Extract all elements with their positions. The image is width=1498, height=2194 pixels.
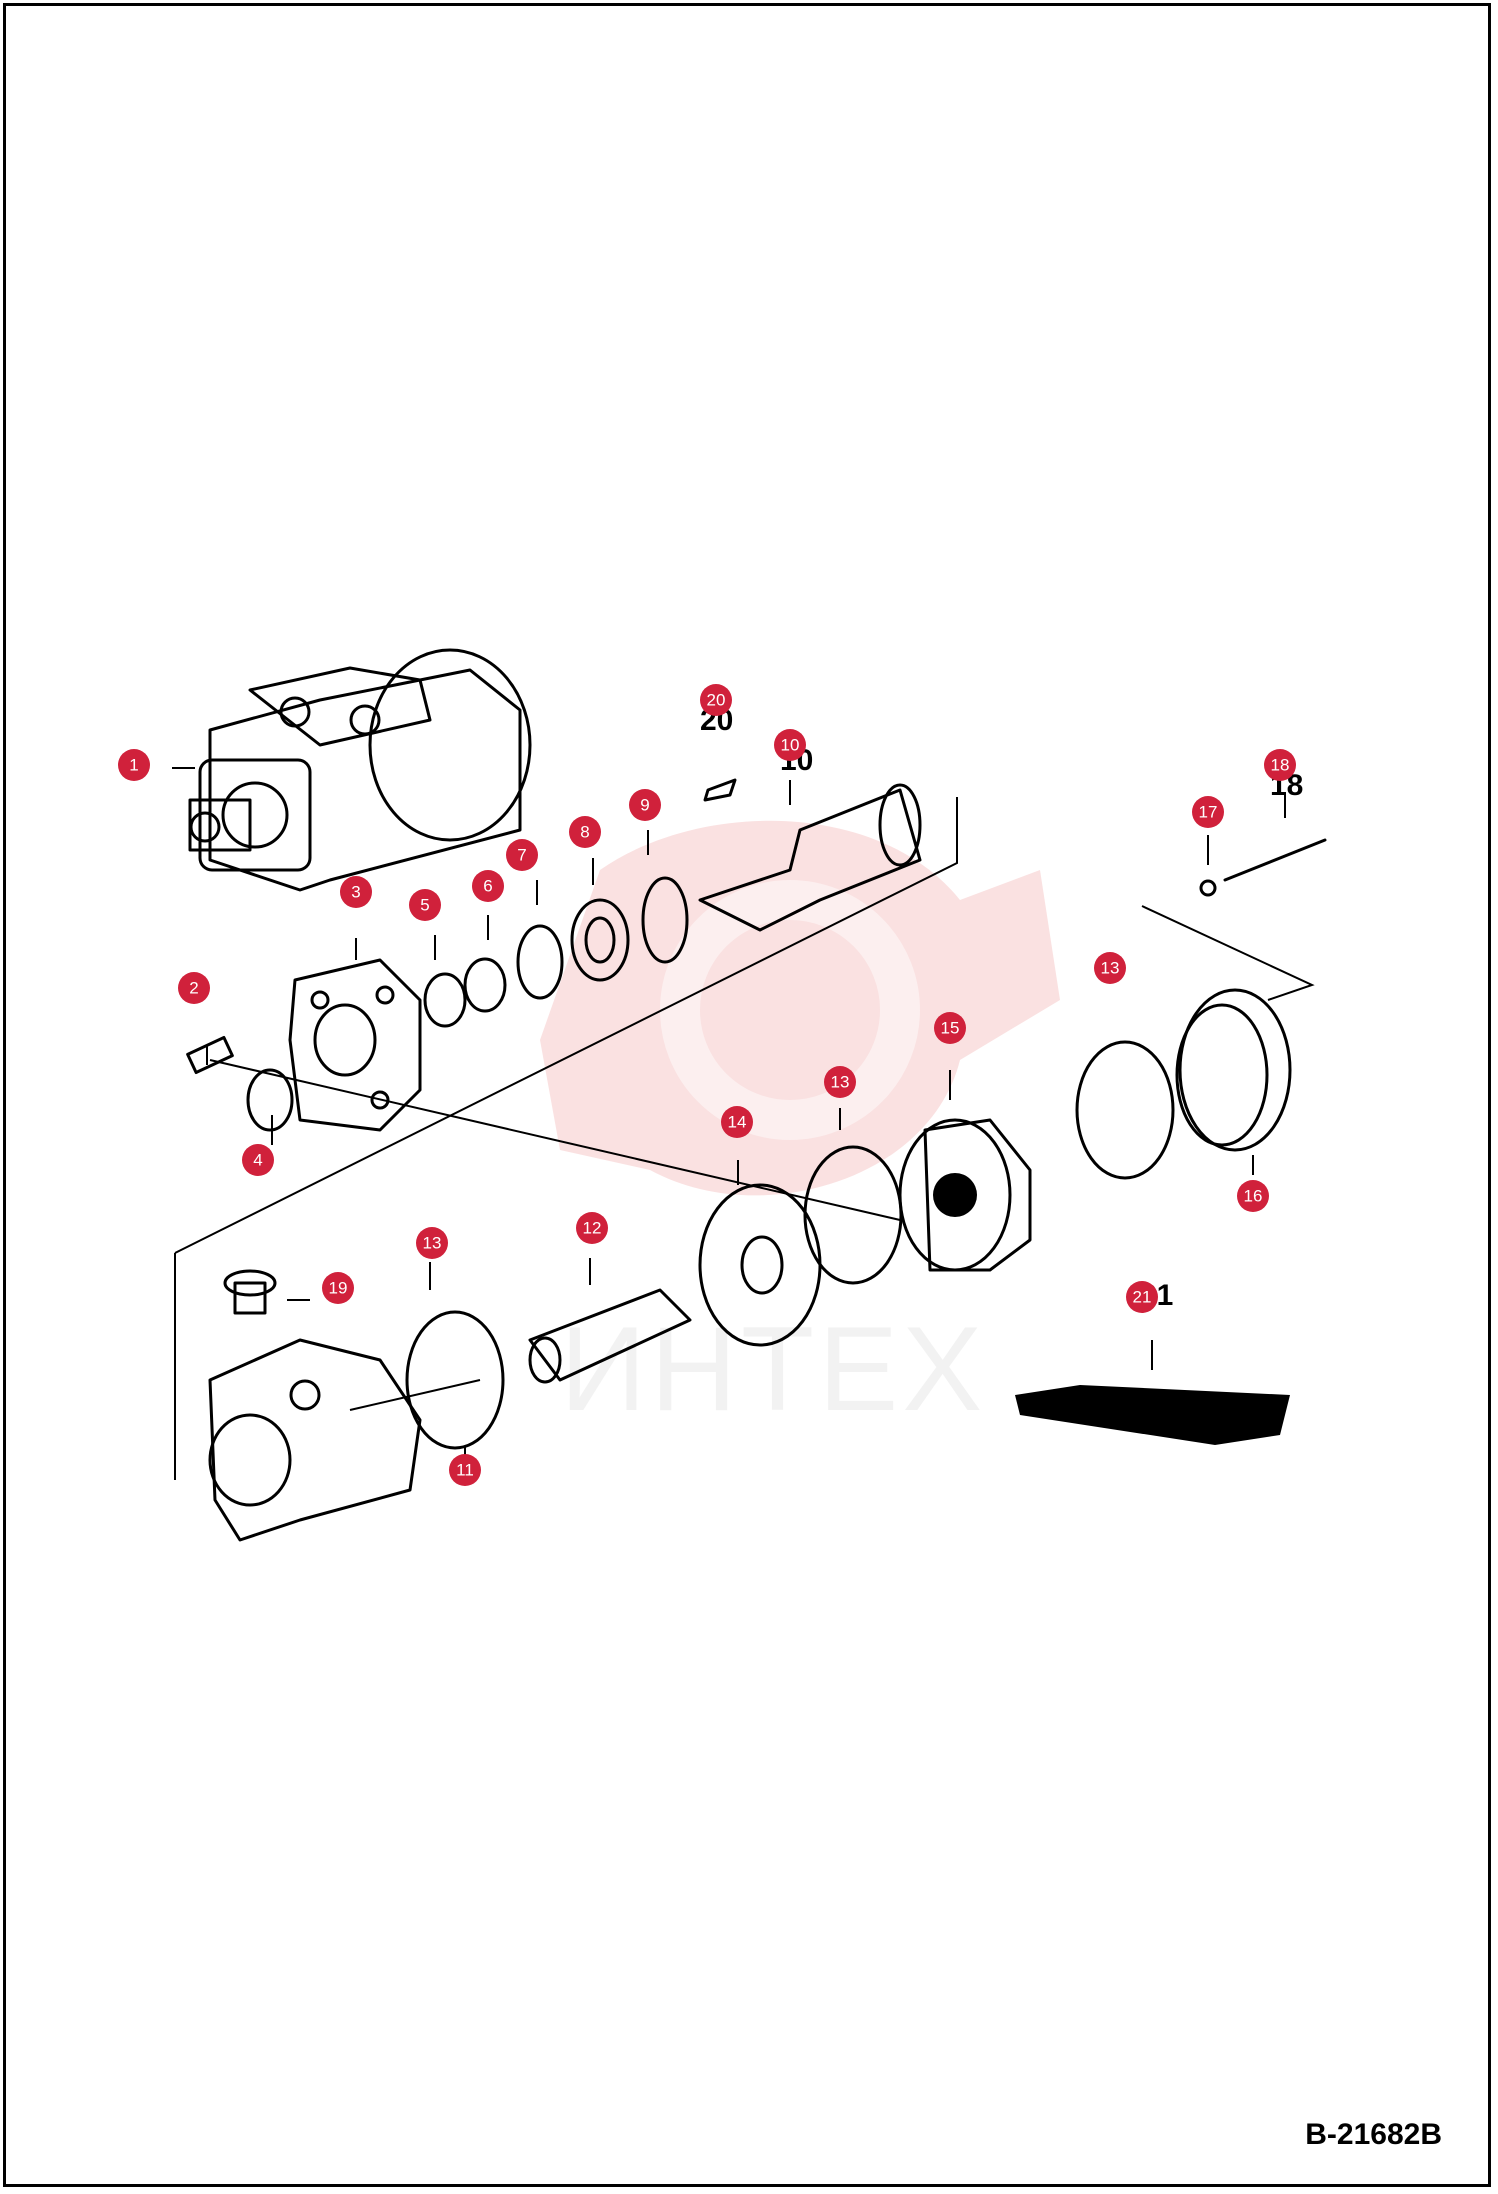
svg-text:18: 18 — [1271, 756, 1290, 775]
svg-text:14: 14 — [728, 1113, 747, 1132]
svg-text:4: 4 — [253, 1151, 262, 1170]
callout-10: 10 — [774, 729, 806, 761]
svg-text:7: 7 — [517, 846, 526, 865]
valve-plate-part — [698, 1183, 822, 1347]
svg-text:16: 16 — [1244, 1187, 1263, 1206]
document-code: B-21682B — [1305, 2118, 1442, 2151]
output-shaft-part — [698, 783, 922, 932]
svg-text:15: 15 — [941, 1019, 960, 1038]
ring-6 — [463, 957, 507, 1013]
svg-text:17: 17 — [1199, 803, 1218, 822]
watermark-text: ИНТЕХ — [560, 1302, 986, 1436]
callout-3: 3 — [340, 876, 372, 908]
svg-text:20: 20 — [707, 691, 726, 710]
bearing-9 — [641, 876, 689, 964]
callout-12: 12 — [576, 1212, 608, 1244]
housing-part — [208, 1338, 422, 1542]
motor-assembly-part — [188, 648, 532, 892]
bushing-8 — [570, 898, 630, 982]
callout-11: 11 — [449, 1454, 481, 1486]
callout-13a: 13 — [1094, 952, 1126, 984]
ring-5 — [423, 972, 467, 1028]
svg-text:9: 9 — [640, 796, 649, 815]
callouts: 1 2 3 4 5 6 7 8 9 10 11 12 13 13 13 14 1… — [118, 684, 1296, 1486]
svg-text:1: 1 — [129, 756, 138, 775]
ring-4 — [246, 1068, 294, 1132]
gerotor-part — [898, 1118, 1032, 1272]
svg-text:3: 3 — [351, 883, 360, 902]
svg-text:13: 13 — [1101, 959, 1120, 978]
callout-17: 17 — [1192, 796, 1224, 828]
bushing-and-bearing — [570, 876, 689, 982]
svg-text:5: 5 — [420, 896, 429, 915]
svg-text:2: 2 — [189, 979, 198, 998]
callout-19: 19 — [322, 1272, 354, 1304]
bolt-and-washer — [1199, 838, 1327, 897]
fitting-part — [186, 1035, 234, 1075]
callout-8: 8 — [569, 816, 601, 848]
seal-rings — [246, 924, 564, 1132]
seal-kit-part — [1015, 1385, 1290, 1445]
callout-4: 4 — [242, 1144, 274, 1176]
svg-text:8: 8 — [580, 823, 589, 842]
callout-9: 9 — [629, 789, 661, 821]
drive-shaft-part — [528, 1288, 692, 1384]
key-part — [703, 778, 737, 802]
svg-text:6: 6 — [483, 877, 492, 896]
callout-2: 2 — [178, 972, 210, 1004]
svg-text:12: 12 — [583, 1219, 602, 1238]
svg-text:10: 10 — [781, 736, 800, 755]
leader-lines — [172, 767, 1286, 1465]
svg-text:11: 11 — [456, 1461, 474, 1480]
callout-1: 1 — [118, 749, 150, 781]
callout-13c: 13 — [416, 1227, 448, 1259]
callout-18: 18 — [1264, 749, 1296, 781]
watermark: ИНТЕХ — [540, 820, 1060, 1436]
callout-13b: 13 — [824, 1066, 856, 1098]
end-cap-part — [1175, 988, 1292, 1152]
svg-text:13: 13 — [831, 1073, 850, 1092]
flange-plate-part — [288, 958, 422, 1132]
svg-text:13: 13 — [423, 1234, 442, 1253]
svg-text:21: 21 — [1133, 1288, 1152, 1307]
ring-7 — [516, 924, 564, 1000]
callout-7: 7 — [506, 839, 538, 871]
callout-20: 20 — [700, 684, 732, 716]
callout-16: 16 — [1237, 1180, 1269, 1212]
callout-21: 21 — [1126, 1281, 1158, 1313]
callout-6: 6 — [472, 870, 504, 902]
svg-text:19: 19 — [329, 1279, 348, 1298]
plug-part — [223, 1269, 277, 1315]
o-rings — [405, 1040, 1175, 1450]
callout-15: 15 — [934, 1012, 966, 1044]
callout-5: 5 — [409, 889, 441, 921]
callout-14: 14 — [721, 1106, 753, 1138]
